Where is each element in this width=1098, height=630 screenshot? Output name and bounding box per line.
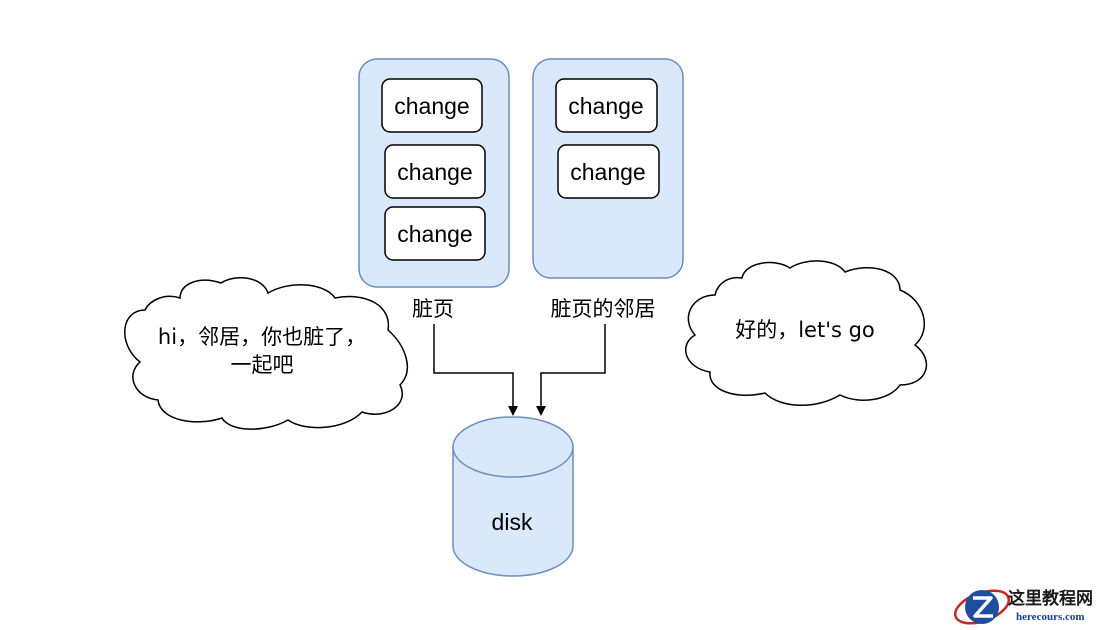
right-speech-cloud: 好的，let's go: [685, 260, 927, 406]
neighbor-page-change-box-1: change: [555, 78, 658, 133]
left-cloud-shape: [124, 276, 409, 430]
dirty-page-change-box-2: change: [384, 144, 486, 199]
right-cloud-shape: [685, 260, 927, 406]
dirty-page-change-box-3: change: [384, 206, 486, 261]
dirty-page-to-disk-arrow: [433, 324, 518, 416]
neighbor-page-to-disk-arrow: [536, 324, 606, 416]
change-label: change: [397, 221, 472, 247]
disk-top: [452, 416, 574, 478]
neighbor-page-container: change change: [532, 58, 684, 279]
neighbor-page-change-box-2: change: [557, 144, 660, 199]
left-cloud-line-1: hi，邻居，你也脏了，: [158, 325, 366, 349]
change-label: change: [568, 93, 643, 119]
dirty-page-label: 脏页: [412, 297, 454, 321]
dirty-page-change-box-1: change: [381, 78, 483, 133]
left-cloud-line-2: 一起吧: [231, 353, 294, 377]
dirty-page-container: change change change: [358, 58, 510, 288]
disk-body: [452, 447, 574, 577]
z-logo-icon: [954, 589, 1010, 625]
left-speech-cloud: hi，邻居，你也脏了， 一起吧: [124, 276, 409, 430]
disk-cylinder: disk: [452, 416, 574, 577]
change-label: change: [394, 93, 469, 119]
change-label: change: [570, 159, 645, 185]
watermark-url: herecours.com: [1016, 611, 1085, 623]
disk-label: disk: [492, 509, 533, 535]
right-cloud-text: 好的，let's go: [735, 318, 875, 342]
watermark: 这里教程网 herecours.com: [954, 588, 1093, 625]
neighbor-page-label: 脏页的邻居: [551, 297, 656, 321]
watermark-name: 这里教程网: [1008, 588, 1093, 609]
change-label: change: [397, 159, 472, 185]
